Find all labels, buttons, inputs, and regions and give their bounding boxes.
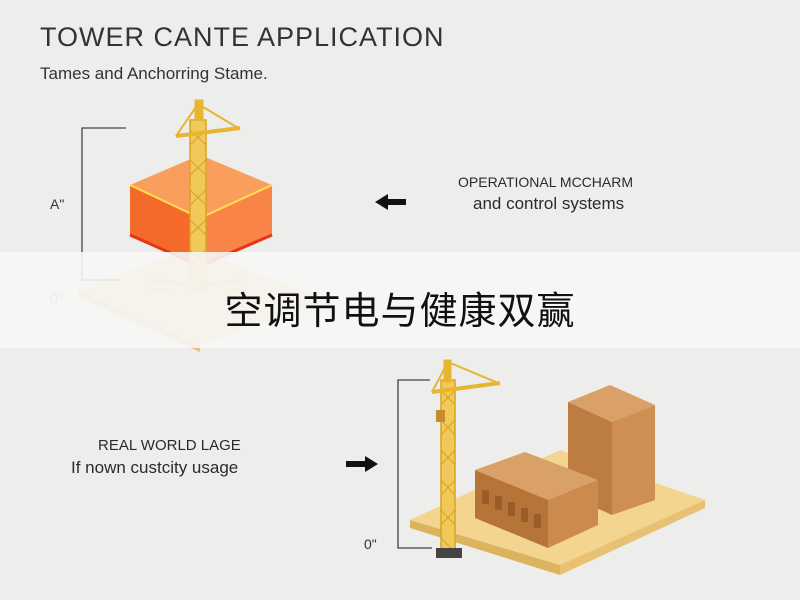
top-caption-text: and control systems (473, 194, 625, 213)
bottom-caption-text: If nown custcity usage (71, 458, 239, 477)
bottom-height-bracket (397, 379, 432, 549)
arrow-left-icon (375, 194, 406, 210)
page-subtitle: Tames and Anchorring Stame. (40, 64, 268, 83)
bottom-crane (431, 359, 501, 558)
bottom-zero-label: 0" (364, 536, 377, 552)
top-height-label: A" (50, 196, 65, 212)
caption-banner (0, 252, 800, 348)
banner-text: 空调节电与健康双赢 (224, 289, 576, 333)
top-caption-heading: OPERATIONAL MCCHARM (458, 174, 634, 190)
bottom-caption-heading: REAL WORLD LAGE (98, 437, 241, 454)
low-building (475, 452, 598, 548)
page-title: TOWER CANTE APPLICATION (40, 22, 445, 52)
arrow-right-icon (346, 456, 378, 472)
